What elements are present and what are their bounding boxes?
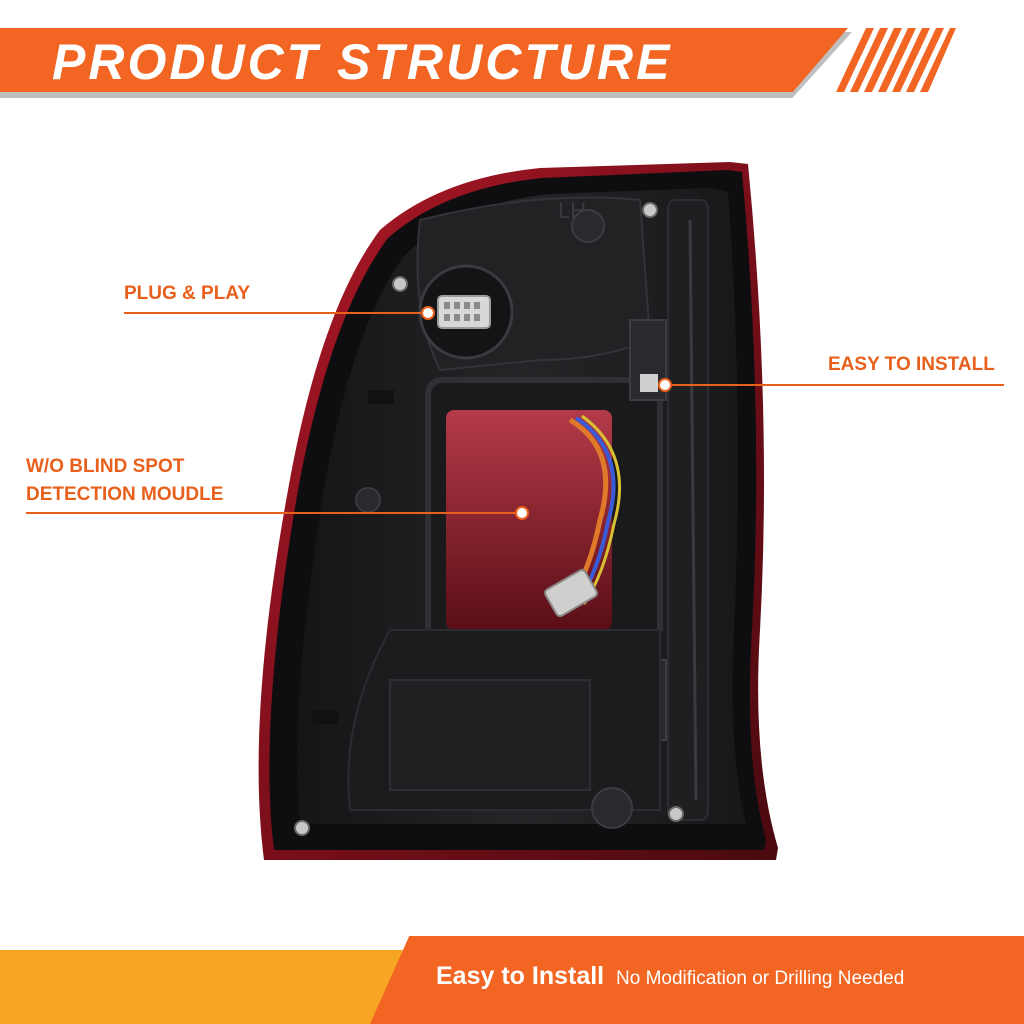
footer-headline: Easy to Install [436, 962, 605, 990]
callout-easy-to-install: EASY TO INSTALL [828, 354, 995, 375]
tail-light-housing-image: LH [258, 162, 779, 860]
callout-blind-spot-line2: DETECTION MOUDLE [26, 484, 224, 505]
page-title: PRODUCT STRUCTURE [52, 34, 673, 90]
header-banner [0, 28, 848, 92]
callout-line-install [668, 384, 1004, 386]
decorative-stripes [836, 28, 956, 92]
callout-dot-install [658, 378, 672, 392]
connector-plug [437, 295, 491, 329]
footer-note: No Modification or Drilling Needed [616, 968, 905, 989]
callout-plug-and-play: PLUG & PLAY [124, 283, 250, 304]
callout-dot-blind-spot [515, 506, 529, 520]
callout-line-blind-spot [26, 512, 520, 514]
footer-banner [370, 936, 1024, 1024]
housing-rail [667, 199, 709, 821]
footer-accent [0, 950, 420, 1024]
callout-line-plug [124, 312, 424, 314]
callout-dot-plug [421, 306, 435, 320]
callout-blind-spot-line1: W/O BLIND SPOT [26, 456, 185, 477]
